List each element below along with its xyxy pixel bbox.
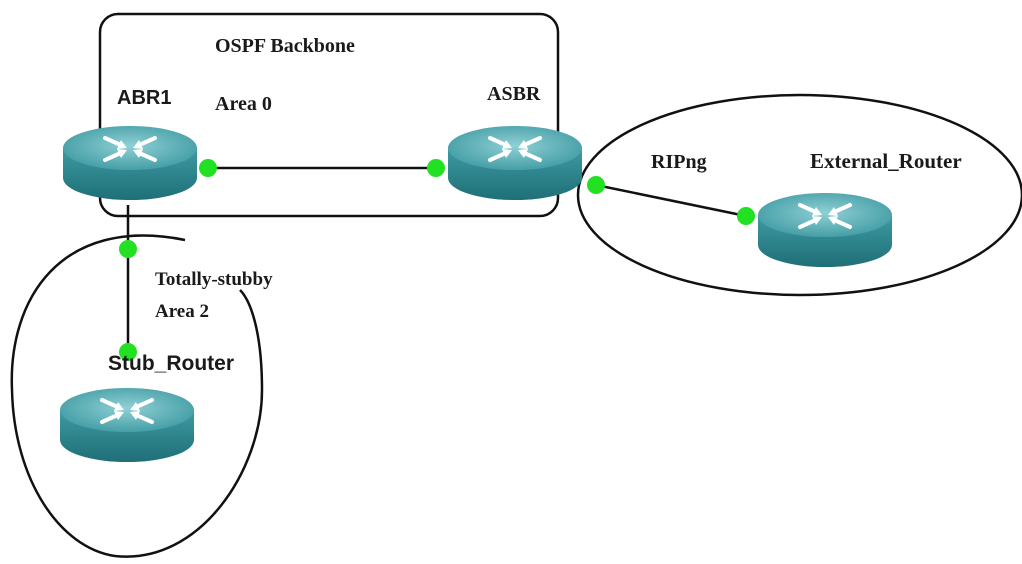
- stub-area-label-line1: Totally-stubby: [155, 269, 273, 290]
- ripng-label: RIPng: [651, 151, 707, 173]
- interface-dot-stub-north[interactable]: [119, 343, 137, 361]
- stub-area-zone: [10, 234, 264, 558]
- interface-dot-asbr-east[interactable]: [587, 176, 605, 194]
- backbone-area-label: Area 0: [215, 93, 272, 115]
- stub-area-label-line2: Area 2: [155, 301, 209, 322]
- link-asbr-external: [595, 183, 747, 218]
- router-icon-abr1[interactable]: [63, 126, 197, 200]
- router-label-stub: Stub_Router: [108, 352, 234, 375]
- interface-dot-abr1-south[interactable]: [119, 240, 137, 258]
- interface-dot-asbr-west[interactable]: [427, 159, 445, 177]
- router-label-external: External_Router: [810, 149, 962, 173]
- ripng-zone: [576, 93, 1022, 297]
- backbone-title: OSPF Backbone: [215, 35, 355, 57]
- router-icon-asbr[interactable]: [448, 126, 582, 200]
- router-icon-stub[interactable]: [60, 388, 194, 462]
- router-icon-external[interactable]: [758, 193, 892, 267]
- interface-dot-external-west[interactable]: [737, 207, 755, 225]
- ospf-backbone-zone: [98, 12, 560, 218]
- router-label-asbr: ASBR: [487, 83, 541, 105]
- interface-dot-abr1-east[interactable]: [199, 159, 217, 177]
- router-label-abr1: ABR1: [117, 87, 171, 109]
